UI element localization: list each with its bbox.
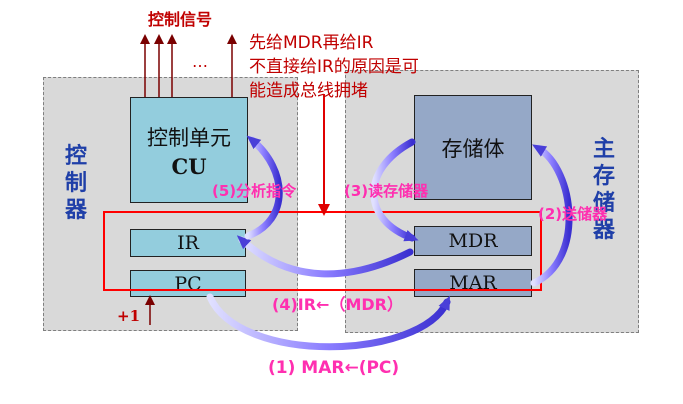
control-unit-abbr: CU	[171, 153, 207, 179]
control-unit-box: 控制单元 CU	[130, 97, 248, 203]
mar-label: MAR	[449, 272, 497, 294]
main-memory-label: 主 存 储 器	[592, 137, 615, 243]
controller-label: 控 制 器	[64, 144, 87, 223]
step2-arc	[530, 144, 573, 287]
note-line-3: 能造成总线拥堵	[249, 81, 368, 101]
storage-body-label: 存储体	[441, 136, 505, 161]
pc-register: PC	[130, 270, 246, 297]
step4-label: (4)IR←（MDR）	[272, 295, 403, 314]
step5-arc	[244, 135, 283, 240]
mar-register: MAR	[414, 269, 532, 297]
step3-label: (3)读存储器	[344, 182, 429, 200]
mdr-register: MDR	[414, 226, 532, 256]
control-unit-name: 控制单元	[147, 125, 231, 150]
ellipsis: …	[192, 52, 208, 71]
step5-label: (5)分析指令	[212, 182, 297, 200]
highlight-rect	[103, 211, 542, 291]
step3-arc	[370, 138, 419, 242]
step2-label: (2)送储器	[538, 205, 608, 223]
ir-register: IR	[130, 229, 246, 257]
mdr-label: MDR	[448, 230, 498, 252]
note-line-1: 先给MDR再给IR	[249, 33, 374, 53]
step4-arc	[236, 235, 414, 278]
storage-body-box: 存储体	[414, 95, 532, 200]
step1-arc	[206, 293, 451, 351]
note-line-2: 不直接给IR的原因是可	[249, 57, 419, 77]
increment-label: +1	[117, 307, 141, 325]
step1-label: (1) MAR←(PC)	[268, 358, 400, 378]
control-signal-label: 控制信号	[148, 10, 213, 29]
ir-label: IR	[177, 232, 199, 254]
